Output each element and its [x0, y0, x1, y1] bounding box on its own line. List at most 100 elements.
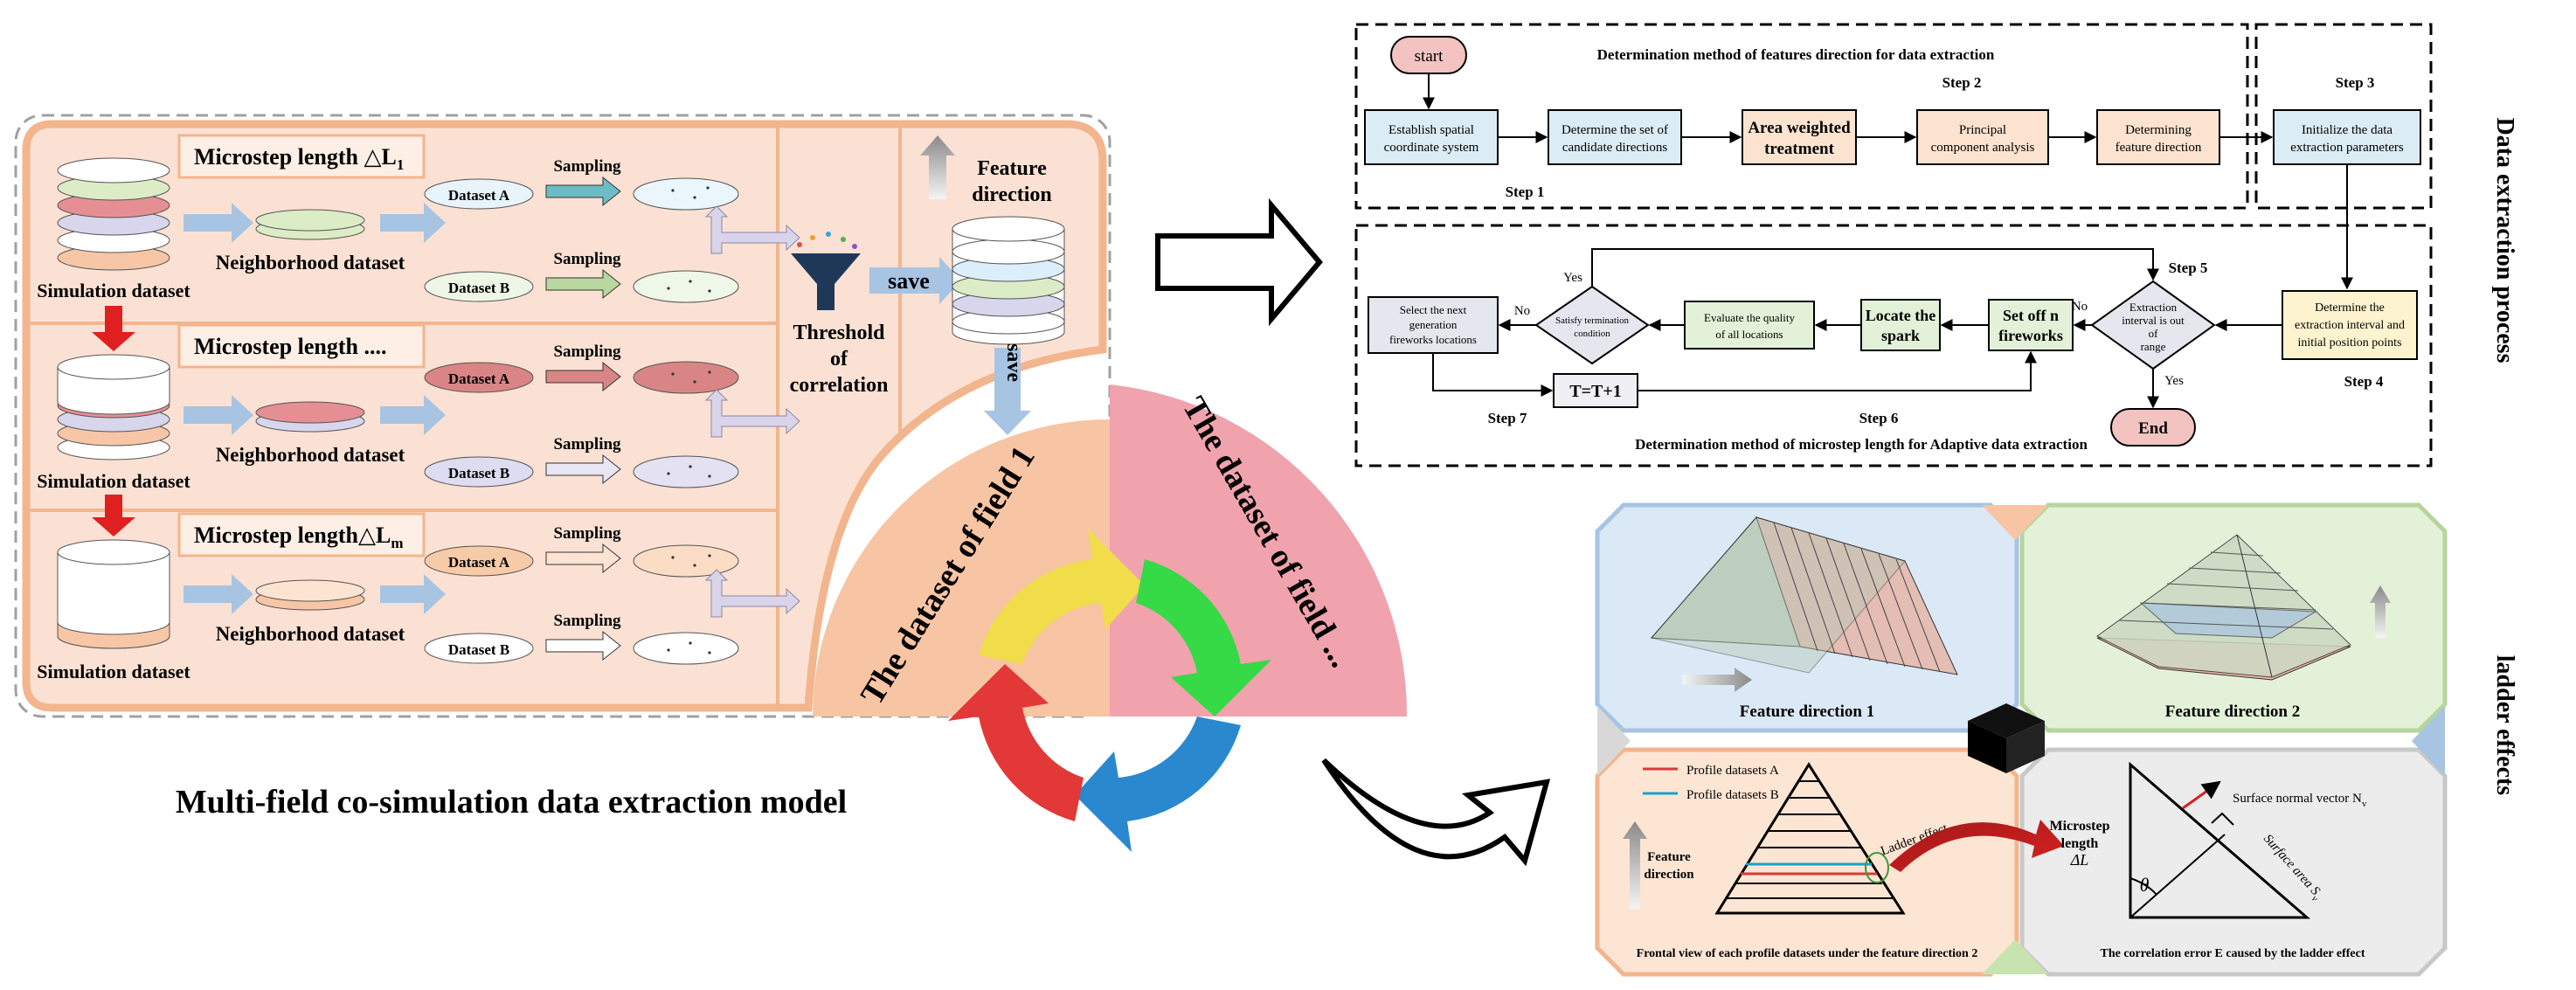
sampling-label-b: Sampling [553, 612, 621, 630]
error-caption: The correlation error E caused by the la… [2100, 947, 2365, 960]
sampling-label-a: Sampling [553, 157, 621, 176]
neighborhood-disc [255, 579, 365, 602]
funnel-icon [791, 253, 861, 310]
sample-dot [708, 554, 711, 557]
pyramid-grid [2188, 567, 2282, 574]
box-init [2273, 109, 2421, 165]
box-evaluate-label: Evaluate the quality [1704, 311, 1795, 324]
sample-dot [708, 651, 711, 654]
stack-3-bottom [57, 621, 170, 649]
diamond-interval-label: of [2149, 327, 2159, 340]
pyramid-fd2 [2096, 534, 2351, 681]
box-area [1742, 109, 1857, 165]
correlation-connector [704, 205, 800, 254]
box-pca [1916, 109, 2049, 165]
sample-dot [667, 472, 670, 475]
box-fireworks-label: Set off n [2003, 307, 2059, 324]
save-down-arrow [984, 348, 1031, 435]
step7-label: Step 7 [1488, 410, 1527, 426]
simulation-label: Simulation dataset [37, 661, 190, 682]
sampling-label-a: Sampling [553, 524, 621, 543]
ladder-outline [1714, 762, 1906, 915]
dataset-b-label: Dataset B [448, 280, 509, 296]
microstep-label: Microstep length△Lm [194, 523, 404, 551]
diamond-interval-label: Extraction [2129, 301, 2178, 314]
flowchart-top-frame [1354, 23, 2249, 210]
box-candidate [1548, 109, 1682, 165]
theta-arc [2129, 877, 2157, 896]
red-down-arrow-2 [92, 495, 135, 537]
error-triangle [2129, 761, 2311, 919]
sample-dot [671, 372, 675, 376]
box-determine-interval-label: initial position points [2297, 336, 2401, 350]
right-angle-mark [2211, 812, 2234, 826]
neighborhood-label: Neighborhood dataset [216, 444, 405, 466]
legend-label-b: Profile datasets B [1686, 788, 1779, 802]
sample-oval-b [633, 632, 739, 665]
fd1-arrow [1682, 668, 1752, 692]
box-spatial [1364, 109, 1499, 165]
box-spark [1860, 299, 1941, 351]
ladder-triangle [1714, 762, 1906, 915]
sample-dot [708, 370, 711, 374]
simulation-label: Simulation dataset [37, 470, 190, 492]
flow-arrow [1591, 248, 2159, 287]
box-candidate-label: candidate directions [1562, 141, 1668, 155]
sampling-arrow-a [545, 543, 621, 574]
box-evaluate-label: of all locations [1715, 328, 1783, 341]
dataset-a-label: Dataset A [448, 554, 510, 571]
box-fireworks [1988, 299, 2074, 351]
box-candidate-label: Determine the set of [1562, 123, 1668, 137]
dataset-b-label: Dataset B [448, 465, 509, 481]
dataset-b-oval [424, 456, 534, 488]
sample-dot [689, 465, 692, 468]
diamond-interval-label: interval is out [2122, 314, 2185, 327]
prism-left-face [1651, 516, 1906, 674]
no-label-interval: No [2072, 300, 2088, 314]
box-pca-label: component analysis [1931, 141, 2035, 155]
yes-label-interval: Yes [2164, 374, 2184, 388]
theta-label: θ [2140, 874, 2150, 896]
feature-cylinder [952, 216, 1065, 345]
prism-hatch [1825, 537, 1871, 661]
prism-fd1 [1650, 516, 1958, 675]
sample-oval-a [633, 361, 739, 394]
sample-dot [693, 564, 696, 567]
arrow-to-datasets [380, 574, 446, 614]
diamond-satisfy-label: condition [1574, 329, 1610, 339]
dataset-b-oval [424, 633, 534, 664]
stack-2-body [57, 367, 170, 415]
yes-label-satisfy: Yes [1563, 271, 1582, 285]
box-determine-interval-label: extraction interval and [2295, 319, 2405, 332]
left-panel-title: Multi-field co-simulation data extractio… [176, 784, 847, 820]
diamond-satisfy-label: Satisfy termination [1555, 315, 1630, 326]
box-select-label: generation [1409, 318, 1458, 331]
neighborhood-disc [255, 209, 365, 232]
pyramid-grid [2140, 602, 2316, 611]
threshold-label: of [830, 348, 848, 370]
sample-oval-b [633, 270, 739, 303]
deco-triangle [1597, 706, 1631, 776]
normal-vector-arrow [2182, 780, 2221, 810]
top-title: Determination method of features directi… [1597, 46, 1995, 63]
deco-triangle [1982, 939, 2048, 974]
threshold-label: correlation [790, 374, 889, 397]
cycle-arrow-blue [1075, 717, 1241, 852]
box-spark-label: spark [1881, 327, 1920, 344]
box-determine-interval-label: Determine the [2315, 301, 2385, 315]
sample-dot [693, 380, 696, 384]
dataset-a-label: Dataset A [448, 187, 510, 204]
microstep-label-box [177, 323, 426, 369]
sampling-label-b: Sampling [553, 250, 621, 268]
deco-triangle [1982, 505, 2048, 540]
save-right-label: save [888, 268, 930, 294]
cube-face [1968, 721, 2006, 773]
flowchart-right-frame [2254, 23, 2433, 210]
start-label: start [1415, 47, 1444, 66]
box-pca-label: Principal [1959, 123, 2006, 137]
correlation-connector [704, 569, 800, 618]
sampling-arrow-b [545, 268, 621, 300]
red-down-arrow-1 [92, 306, 135, 351]
box-init-label: extraction parameters [2290, 141, 2404, 155]
